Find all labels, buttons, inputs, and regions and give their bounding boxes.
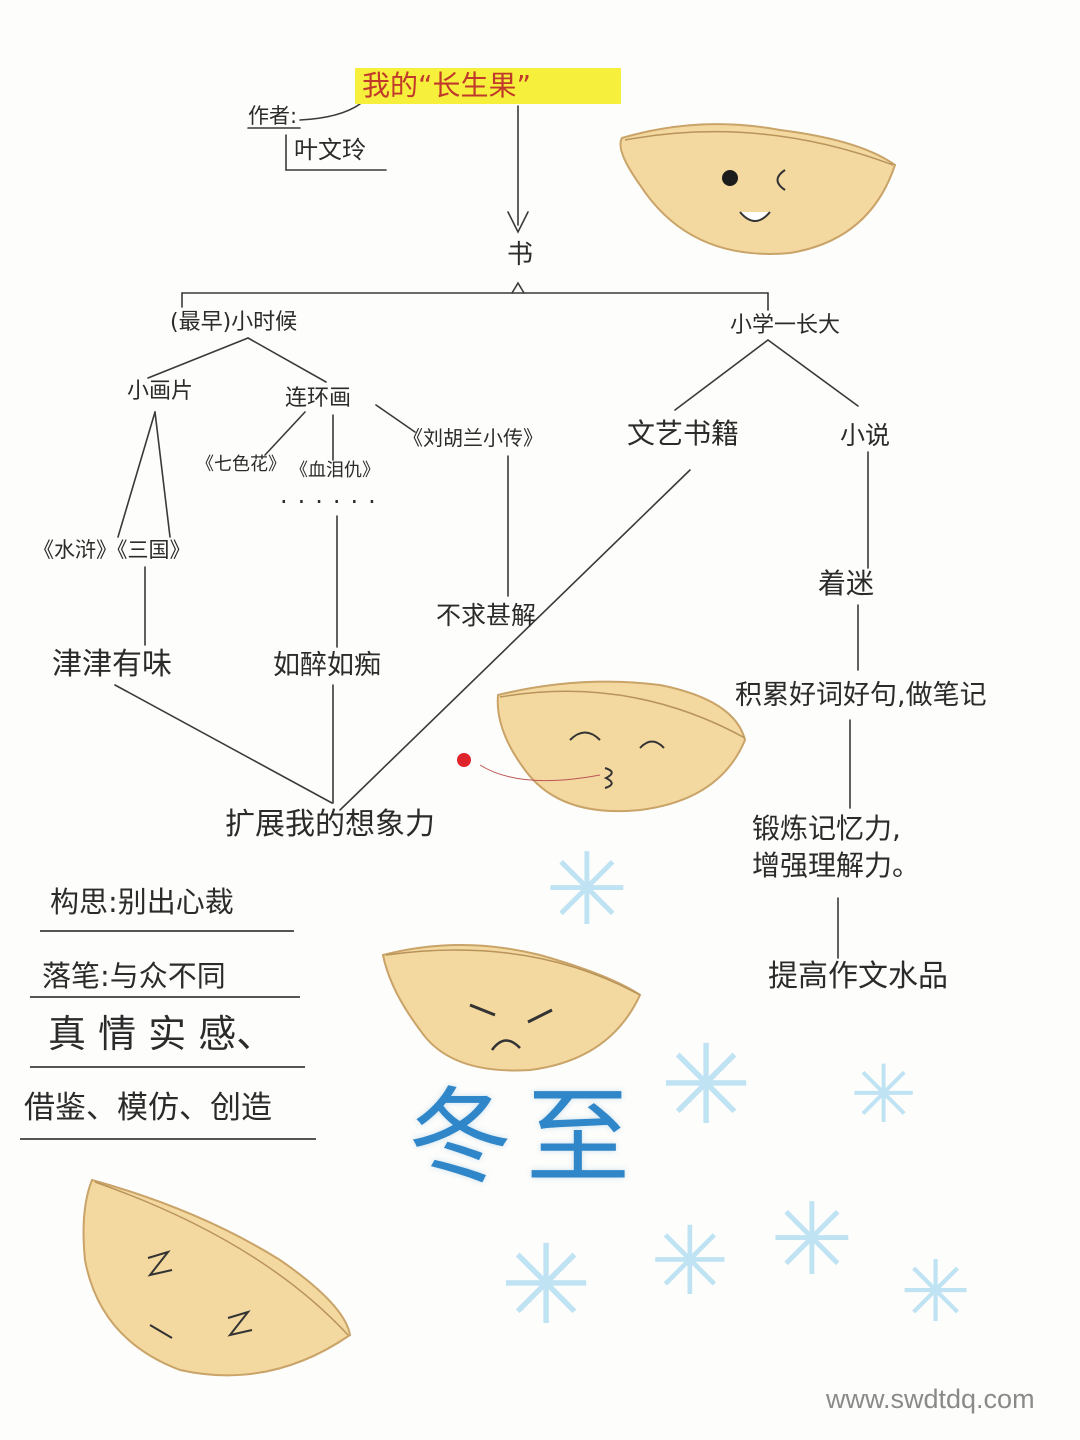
node-novels: 小说 bbox=[840, 421, 891, 450]
heart-icon bbox=[457, 753, 471, 767]
note-zhenqing: 真 情 实 感、 bbox=[48, 1012, 275, 1056]
snowflake-icon: ✳ bbox=[650, 1207, 730, 1317]
node-literary-books: 文艺书籍 bbox=[627, 417, 740, 450]
page-title: 我的“长生果” bbox=[362, 69, 532, 102]
dumpling-wink-icon bbox=[619, 123, 897, 255]
snowflake-icon: ✳ bbox=[500, 1221, 593, 1349]
snowflake-icon: ✳ bbox=[545, 831, 629, 948]
node-tigao: 提高作文水品 bbox=[768, 959, 948, 994]
snowflake-icon: ✳ bbox=[660, 1021, 753, 1149]
note-jiejian: 借鉴、模仿、创造 bbox=[24, 1090, 272, 1126]
node-later: 小学一长大 bbox=[730, 313, 841, 338]
node-liuhulan: 《刘胡兰小传》 bbox=[403, 426, 543, 450]
note-underline bbox=[30, 996, 300, 998]
note-underline bbox=[20, 1138, 316, 1140]
node-zhaomi: 着迷 bbox=[818, 567, 875, 600]
node-xueleichou: 《血泪仇》 bbox=[290, 460, 380, 481]
author-name: 叶文玲 bbox=[294, 136, 366, 164]
note-luobi: 落笔:与众不同 bbox=[42, 959, 226, 993]
node-shuihu-sanguo: 《水浒》《三国》 bbox=[33, 538, 191, 562]
node-comics: 连环画 bbox=[285, 386, 352, 411]
note-underline bbox=[30, 1066, 305, 1068]
node-jinjin: 津津有味 bbox=[52, 647, 172, 682]
node-qisehua: 《七色花》 bbox=[196, 454, 286, 475]
node-ellipsis: ······ bbox=[280, 488, 386, 516]
node-ruzui: 如醉如痴 bbox=[273, 650, 381, 681]
festival-title: 冬至 bbox=[408, 1076, 645, 1198]
snowflake-icon: ✳ bbox=[770, 1181, 854, 1298]
title-highlight bbox=[355, 68, 621, 104]
node-duanlian-line2: 增强理解力。 bbox=[752, 849, 921, 882]
note-underline bbox=[40, 930, 294, 932]
note-goushi: 构思:别出心裁 bbox=[50, 885, 234, 919]
author-label: 作者: bbox=[248, 104, 298, 128]
node-jilei: 积累好词好句,做笔记 bbox=[735, 680, 987, 711]
node-early: (最早)小时候 bbox=[170, 310, 298, 335]
snowflake-icon: ✳ bbox=[850, 1048, 918, 1141]
node-duanlian-line1: 锻炼记忆力, bbox=[752, 812, 901, 845]
dumpling-kiss-icon bbox=[479, 680, 747, 813]
node-picture-cards: 小画片 bbox=[127, 379, 194, 404]
dumpling-angry-icon bbox=[381, 944, 642, 1072]
dumpling-sleeping-icon bbox=[82, 1178, 352, 1377]
node-expand: 扩展我的想象力 bbox=[225, 807, 435, 842]
watermark: www.swdtdq.com bbox=[826, 1384, 1035, 1414]
node-buqiu: 不求甚解 bbox=[436, 601, 537, 630]
snowflake-icon: ✳ bbox=[900, 1243, 972, 1342]
node-book: 书 bbox=[507, 240, 534, 270]
